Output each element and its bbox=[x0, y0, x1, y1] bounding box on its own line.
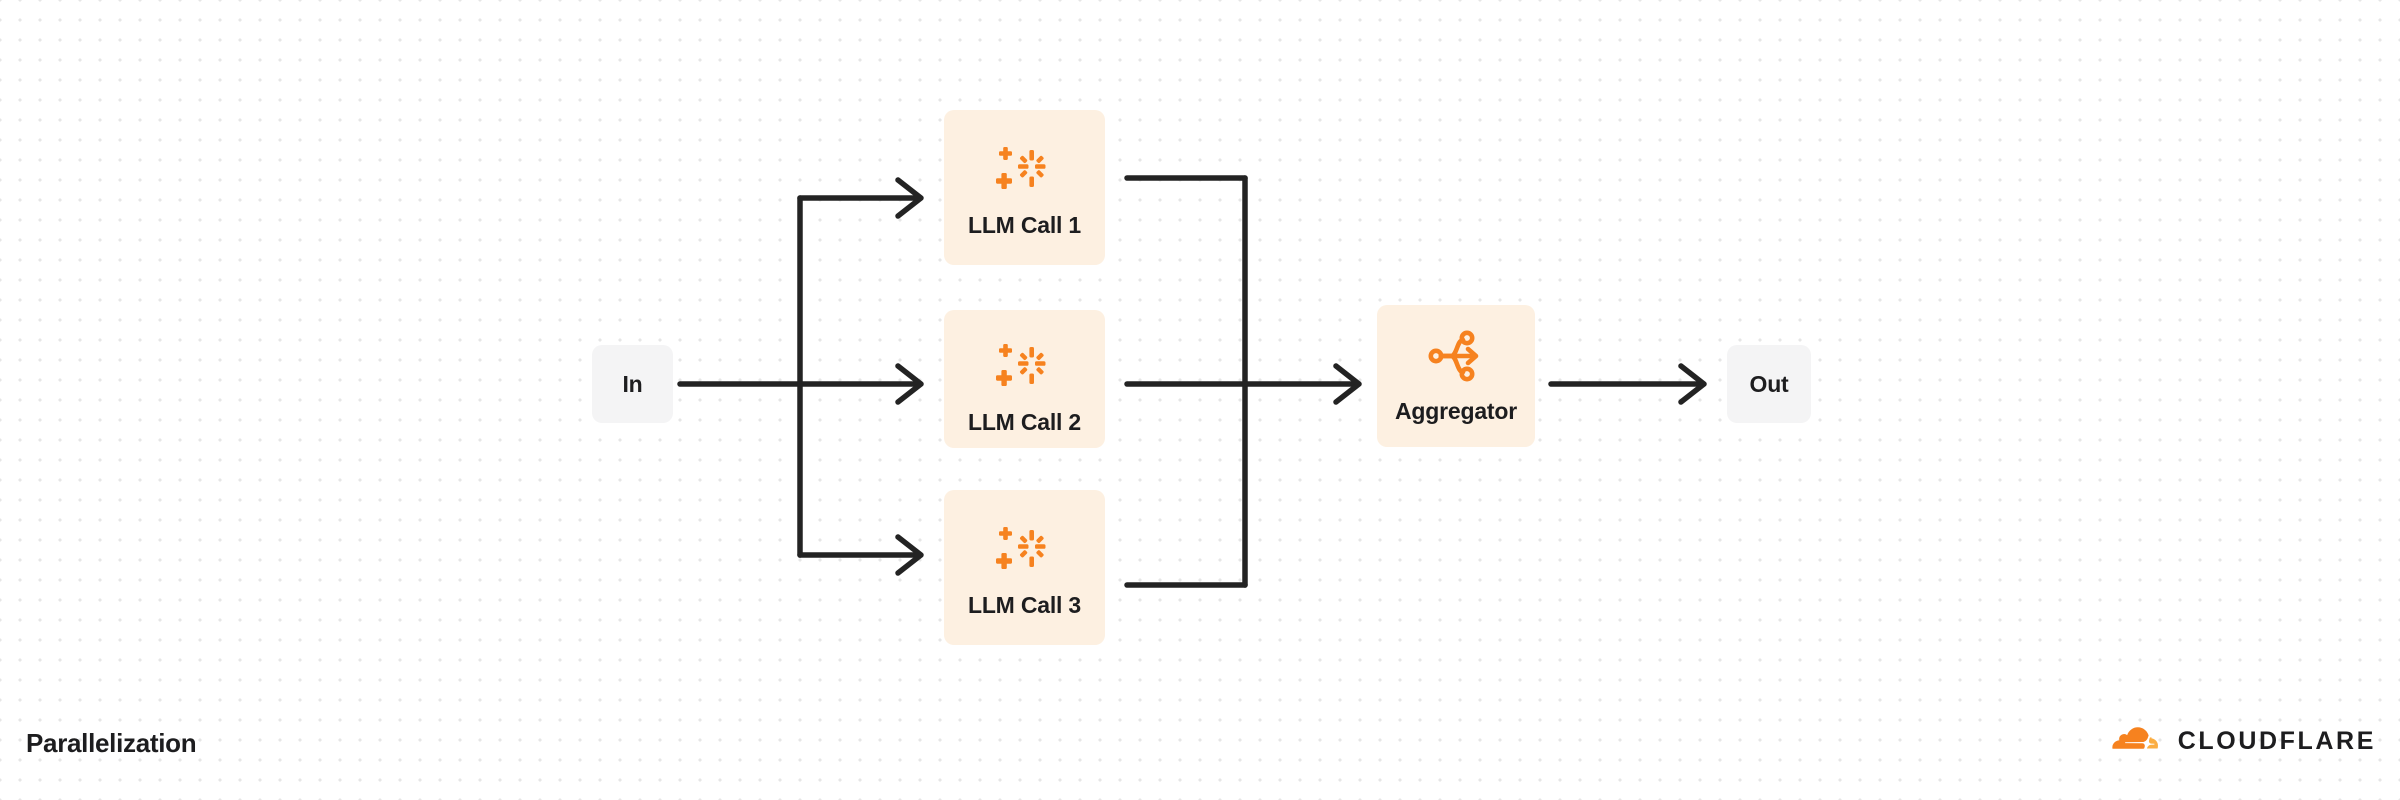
arrowhead-llm1 bbox=[895, 177, 924, 219]
arrowhead-aggregator bbox=[1333, 363, 1362, 405]
node-llm-call-3[interactable]: LLM Call 3 bbox=[944, 490, 1105, 645]
cloudflare-cloud-icon bbox=[2104, 726, 2166, 756]
node-input[interactable]: In bbox=[592, 345, 673, 423]
cloudflare-wordmark: CLOUDFLARE bbox=[2177, 726, 2376, 755]
node-llm-call-2-label: LLM Call 2 bbox=[967, 409, 1081, 435]
ai-sparkle-icon bbox=[995, 339, 1054, 395]
node-output[interactable]: Out bbox=[1727, 345, 1811, 423]
node-aggregator-label: Aggregator bbox=[1395, 398, 1517, 424]
node-llm-call-3-label: LLM Call 3 bbox=[967, 592, 1081, 618]
node-output-label: Out bbox=[1749, 370, 1789, 397]
ai-sparkle-icon bbox=[995, 142, 1054, 198]
node-aggregator[interactable]: Aggregator bbox=[1377, 305, 1535, 447]
arrowhead-out bbox=[1678, 363, 1707, 405]
node-llm-call-1-label: LLM Call 1 bbox=[967, 212, 1081, 238]
ai-sparkle-icon bbox=[995, 522, 1054, 578]
aggregator-merge-icon bbox=[1427, 328, 1485, 384]
node-llm-call-1[interactable]: LLM Call 1 bbox=[944, 110, 1105, 265]
cloudflare-logo: CLOUDFLARE bbox=[2104, 726, 2376, 756]
arrowhead-llm2 bbox=[895, 363, 924, 405]
diagram-title: Parallelization bbox=[26, 728, 197, 758]
node-llm-call-2[interactable]: LLM Call 2 bbox=[944, 310, 1105, 448]
node-input-label: In bbox=[622, 370, 643, 397]
arrowhead-llm3 bbox=[895, 534, 924, 576]
